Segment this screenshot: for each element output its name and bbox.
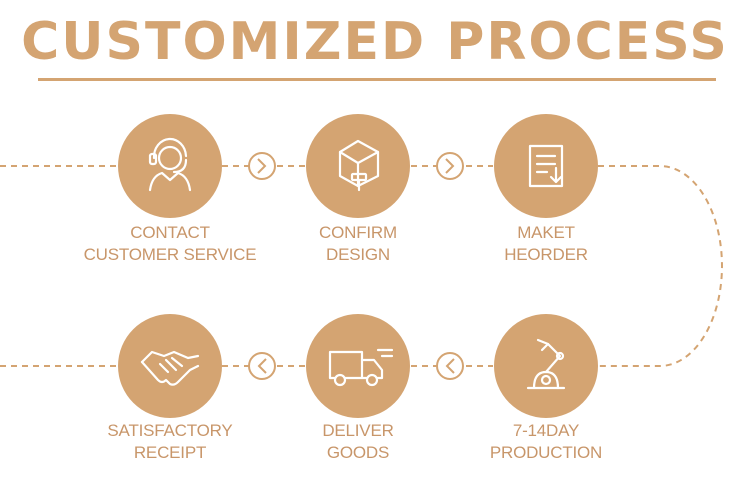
headset-icon bbox=[148, 137, 192, 192]
step-label-deliver: DELIVER GOODS bbox=[258, 420, 458, 464]
arrow-left-icon bbox=[436, 352, 464, 380]
step-label-line: 7-14DAY bbox=[512, 421, 580, 440]
connector-curve-3-4 bbox=[598, 165, 723, 367]
step-label-contact: CONTACT CUSTOMER SERVICE bbox=[70, 222, 270, 266]
step-label-order: MAKET HEORDER bbox=[446, 222, 646, 266]
step-circle-order bbox=[494, 114, 598, 218]
step-label-line: DESIGN bbox=[326, 245, 390, 264]
robot-arm-icon bbox=[526, 338, 566, 390]
arrow-right-icon bbox=[436, 152, 464, 180]
page-title: CUSTOMIZED PROCESS bbox=[21, 12, 729, 72]
step-label-line: MAKET bbox=[517, 223, 575, 242]
step-label-line: CONFIRM bbox=[319, 223, 397, 242]
step-label-receipt: SATISFACTORY RECEIPT bbox=[70, 420, 270, 464]
document-download-icon bbox=[528, 144, 564, 188]
paint-box-icon bbox=[338, 139, 380, 192]
dashed-connectors bbox=[0, 165, 723, 367]
step-label-line: PRODUCTION bbox=[489, 443, 603, 462]
step-label-line: CONTACT bbox=[130, 223, 210, 242]
step-label-confirm: CONFIRM DESIGN bbox=[258, 222, 458, 266]
arrow-left-icon bbox=[248, 352, 276, 380]
step-circle-contact bbox=[118, 114, 222, 218]
handshake-icon bbox=[140, 350, 200, 386]
step-label-production: 7-14DAY PRODUCTION bbox=[446, 420, 646, 464]
delivery-truck-icon bbox=[328, 348, 394, 387]
step-circle-production bbox=[494, 314, 598, 418]
step-circle-receipt bbox=[118, 314, 222, 418]
step-circle-deliver bbox=[306, 314, 410, 418]
step-label-line: CUSTOMER SERVICE bbox=[83, 245, 257, 264]
step-label-line: HEORDER bbox=[504, 245, 588, 264]
step-label-line: RECEIPT bbox=[133, 443, 207, 462]
step-label-line: SATISFACTORY bbox=[107, 421, 233, 440]
arrow-right-icon bbox=[248, 152, 276, 180]
step-label-line: DELIVER bbox=[322, 421, 394, 440]
title-underline bbox=[38, 78, 716, 81]
step-label-line: GOODS bbox=[326, 443, 390, 462]
